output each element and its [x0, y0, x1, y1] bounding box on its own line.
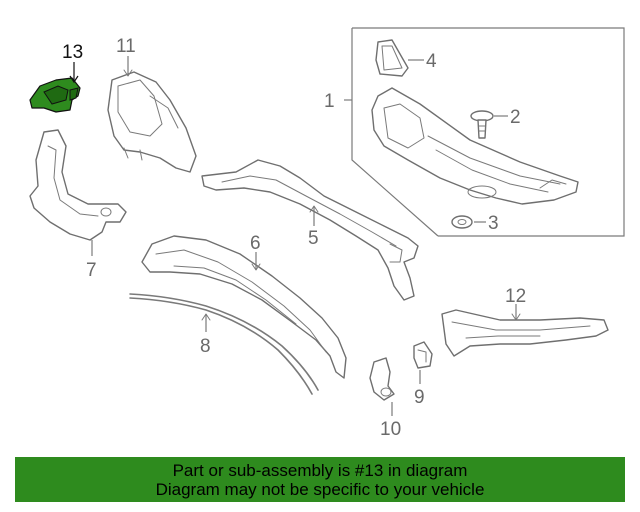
part-13-bracket-highlighted	[29, 62, 81, 113]
parts-diagram: 1 2 3 4 5 6 7 8 9 10 11 12 13	[29, 27, 625, 440]
banner-line-2: Diagram may not be specific to your vehi…	[155, 479, 485, 499]
part-8-weatherstrip	[129, 293, 319, 395]
highlight-banner: Part or sub-assembly is #13 in diagram D…	[15, 457, 625, 502]
part-1-cowl-panel	[371, 87, 579, 205]
callout-11: 11	[116, 36, 136, 57]
callout-7: 7	[86, 260, 97, 281]
part-5-crossmember	[201, 159, 419, 301]
part-9-clip	[413, 341, 433, 384]
callout-1: 1	[324, 91, 335, 112]
callout-12: 12	[505, 286, 526, 307]
part-7-bracket	[29, 129, 127, 256]
callout-4: 4	[426, 51, 437, 72]
part-12-bracket	[441, 304, 609, 357]
callout-5: 5	[308, 228, 319, 249]
callout-3: 3	[488, 213, 499, 234]
callout-8: 8	[200, 336, 211, 357]
assembly-box-1	[344, 27, 625, 237]
part-2-clip	[470, 110, 508, 139]
callout-6: 6	[250, 233, 261, 254]
part-4-seal	[375, 39, 424, 77]
part-11-side-panel	[107, 56, 197, 173]
callout-2: 2	[510, 107, 521, 128]
part-6-crossmember	[141, 235, 347, 379]
callout-9: 9	[414, 387, 425, 408]
part-10-mount	[369, 357, 395, 416]
part-3-grommet	[451, 215, 486, 229]
callout-10: 10	[380, 419, 401, 440]
banner-line-1: Part or sub-assembly is #13 in diagram	[172, 460, 468, 480]
callout-13: 13	[62, 42, 83, 63]
